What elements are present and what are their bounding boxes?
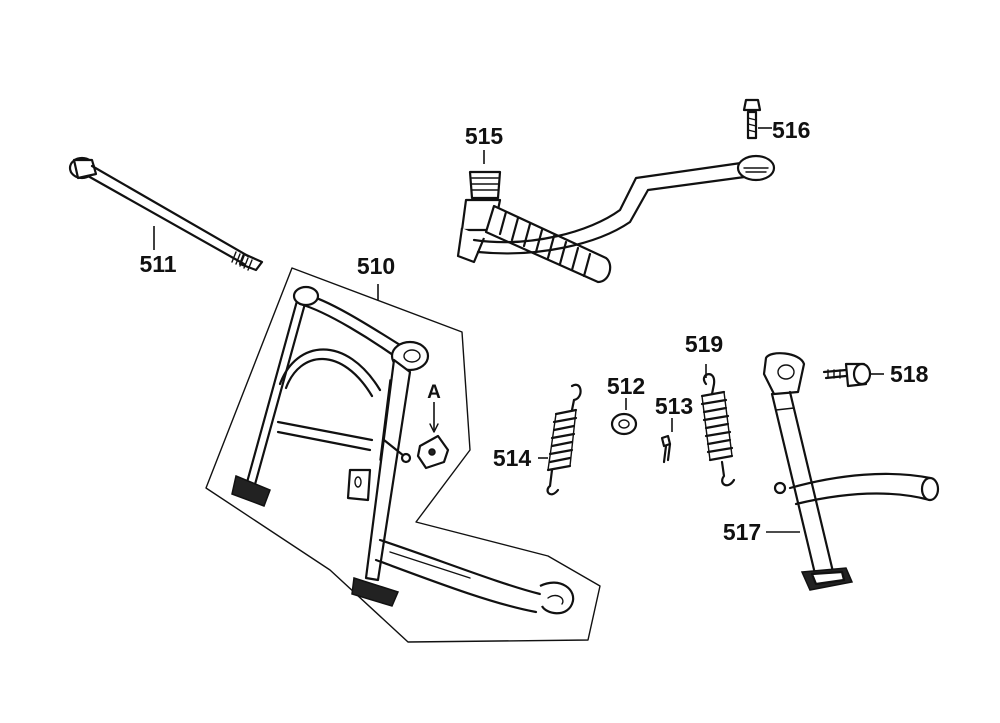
part-512-washer: [610, 398, 638, 436]
callout-a-label: A: [427, 382, 441, 403]
label-514: 514: [493, 445, 532, 471]
label-512: 512: [607, 373, 645, 399]
label-518: 518: [890, 361, 929, 387]
part-516-bolt: [742, 98, 772, 140]
label-517: 517: [723, 519, 761, 545]
part-519-spring: [700, 364, 736, 487]
label-515: 515: [465, 123, 504, 149]
label-513: 513: [655, 393, 693, 419]
part-511-axle-bolt: [68, 156, 264, 272]
label-519: 519: [685, 331, 723, 357]
part-514-spring: [538, 383, 582, 496]
part-515-kick-lever: [456, 150, 776, 284]
label-511: 511: [139, 251, 176, 277]
label-516: 516: [772, 117, 810, 143]
part-513-cotter-pin: [660, 418, 673, 464]
label-510: 510: [357, 253, 395, 279]
part-517-side-stand: [762, 352, 940, 591]
part-518-bolt: [822, 362, 884, 388]
part-510-center-stand: [205, 267, 601, 643]
